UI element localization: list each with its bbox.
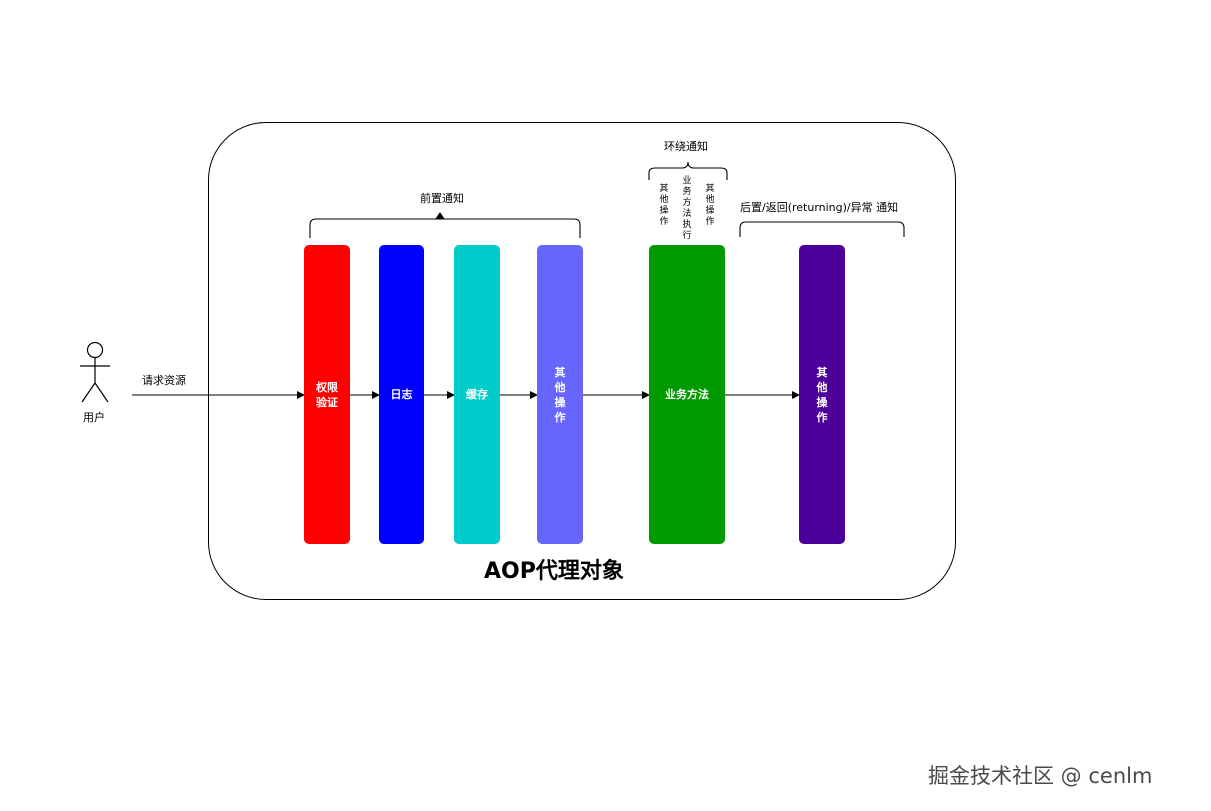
user-actor-icon bbox=[80, 341, 110, 403]
box-label-other-operations-before: 其他操作 bbox=[554, 365, 566, 424]
box-other-operations-before: 其他操作 bbox=[537, 245, 583, 544]
container-title: AOP代理对象 bbox=[484, 559, 624, 584]
before-advice-brace bbox=[309, 212, 581, 238]
user-label: 用户 bbox=[83, 411, 105, 424]
box-business-method: 业务方法 bbox=[649, 245, 725, 544]
box-label-permission-check: 权限验证 bbox=[316, 380, 338, 409]
aop-proxy-container bbox=[208, 122, 956, 600]
watermark: 掘金技术社区 @ cenlm bbox=[928, 764, 1153, 788]
around-advice-label: 环绕通知 bbox=[664, 140, 708, 153]
before-advice-label: 前置通知 bbox=[420, 192, 464, 205]
box-logging: 日志 bbox=[379, 245, 424, 544]
around-inner-label-1: 其他操作 bbox=[659, 184, 669, 227]
around-advice-brace bbox=[648, 161, 728, 180]
box-permission-check: 权限验证 bbox=[304, 245, 350, 544]
box-label-cache: 缓存 bbox=[466, 388, 488, 401]
box-cache: 缓存 bbox=[454, 245, 500, 544]
after-advice-brace bbox=[739, 221, 905, 237]
box-label-other-operations-after: 其他操作 bbox=[816, 365, 828, 424]
after-advice-label: 后置/返回(returning)/异常 通知 bbox=[740, 201, 899, 214]
box-other-operations-after: 其他操作 bbox=[799, 245, 845, 544]
request-label: 请求资源 bbox=[142, 374, 186, 387]
around-inner-label-2: 业务方法执行 bbox=[682, 176, 692, 241]
box-label-logging: 日志 bbox=[390, 388, 413, 401]
box-label-business-method: 业务方法 bbox=[665, 388, 709, 401]
around-inner-label-3: 其他操作 bbox=[705, 184, 715, 227]
